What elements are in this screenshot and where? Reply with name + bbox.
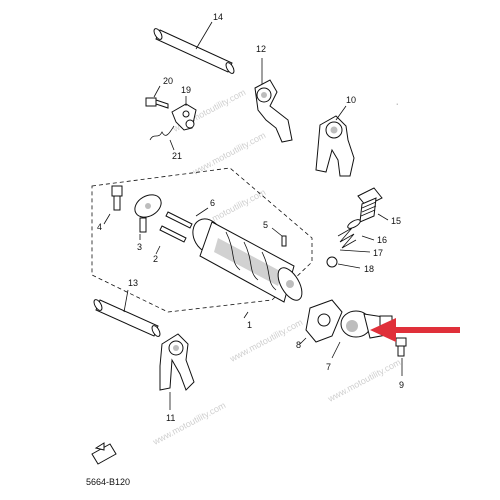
shift-drum-1 [192, 218, 303, 303]
shift-fork-12 [254, 79, 293, 143]
callout-label-4: 4 [97, 222, 102, 232]
callout-label-15: 15 [391, 216, 401, 226]
screw-9 [395, 337, 407, 357]
pin-5 [281, 235, 287, 247]
washer-16 [347, 219, 361, 229]
assembly-outline [91, 167, 313, 313]
callout-label-16: 16 [377, 235, 387, 245]
reference-code: 5664-B120 [86, 477, 130, 487]
spring-21 [149, 125, 175, 141]
callout-label-13: 13 [128, 278, 138, 288]
bolt-20 [145, 97, 169, 109]
callout-label-11: 11 [166, 413, 175, 423]
watermark-text: www.motoutility.com [190, 130, 267, 177]
callout-label-10: 10 [346, 95, 356, 105]
stopper-lever-19 [171, 103, 197, 131]
callout-label-5: 5 [263, 220, 268, 230]
shift-fork-10 [315, 115, 355, 177]
front-direction-icon [91, 442, 117, 465]
callout-label-18: 18 [364, 264, 374, 274]
callout-label-21: 21 [172, 151, 182, 161]
shift-fork-shaft-top [153, 28, 235, 74]
watermark-text: www.motoutility.com [227, 317, 304, 364]
watermark-text: www.motoutility.com [150, 400, 227, 447]
callout-label-17: 17 [373, 248, 383, 258]
gasket-8 [305, 299, 343, 343]
callout-label-9: 9 [399, 380, 404, 390]
shift-fork-shaft-lower [93, 299, 161, 337]
callout-label-7: 7 [326, 362, 331, 372]
callout-label-14: 14 [213, 12, 223, 22]
pin-6 [159, 211, 193, 243]
plug-bolt-15 [357, 187, 383, 223]
segment-plate-3 [134, 194, 162, 233]
watermark-text: www.motoutility.com [325, 357, 402, 404]
spring-16 [337, 227, 357, 249]
callout-label-19: 19 [181, 85, 191, 95]
shift-fork-11 [159, 333, 195, 391]
callout-label-20: 20 [163, 76, 173, 86]
callout-label-2: 2 [153, 254, 158, 264]
callout-label-12: 12 [256, 44, 266, 54]
highlight-arrow [370, 318, 460, 342]
neutral-switch-7 [340, 310, 393, 339]
callout-label-3: 3 [137, 242, 142, 252]
callout-label-6: 6 [210, 198, 215, 208]
callout-label-1: 1 [247, 320, 252, 330]
callout-label-8: 8 [296, 340, 301, 350]
bolt-4 [111, 185, 123, 211]
stray-mark: · [396, 101, 398, 108]
ball-18 [326, 256, 338, 268]
